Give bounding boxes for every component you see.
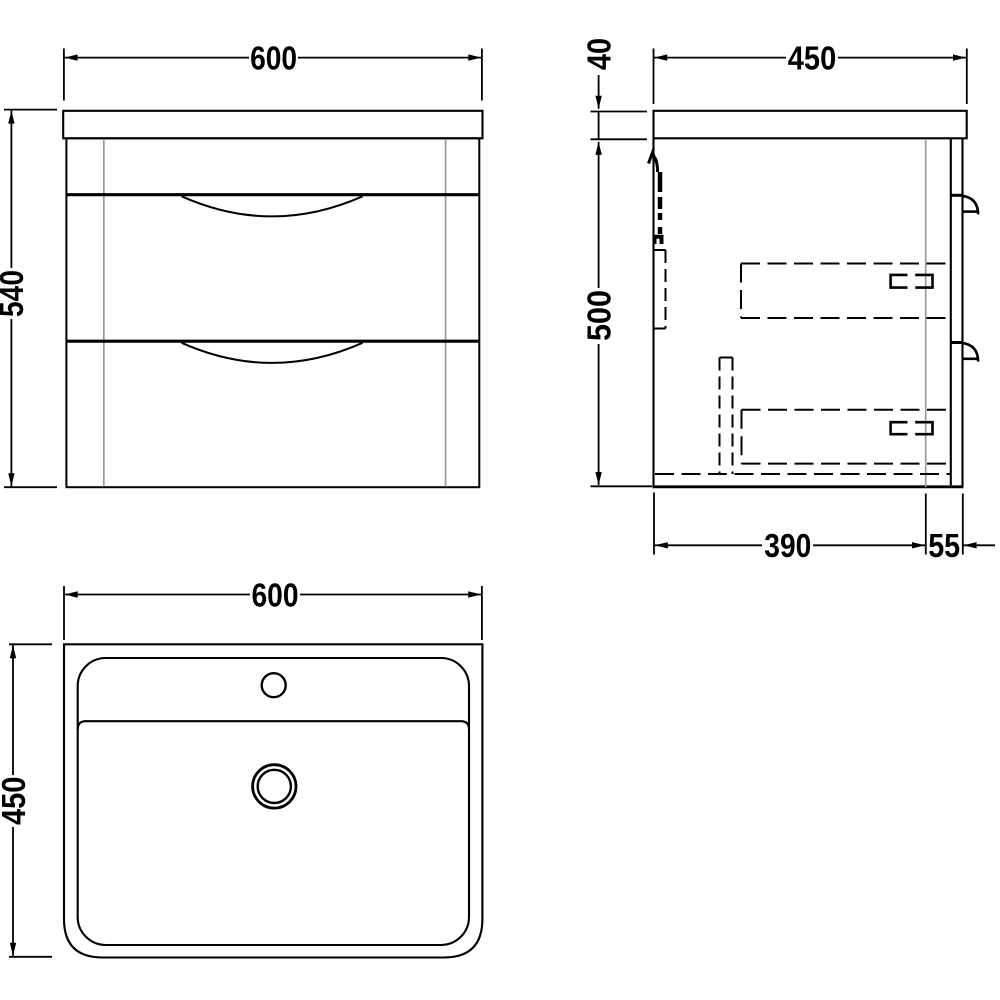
svg-text:540: 540 [0,270,30,317]
svg-text:40: 40 [580,38,617,70]
svg-text:600: 600 [250,39,297,76]
svg-text:500: 500 [580,290,617,341]
svg-text:390: 390 [764,527,811,564]
svg-text:450: 450 [0,777,32,826]
svg-text:55: 55 [928,527,960,564]
svg-text:600: 600 [252,576,299,613]
svg-text:450: 450 [788,39,837,76]
